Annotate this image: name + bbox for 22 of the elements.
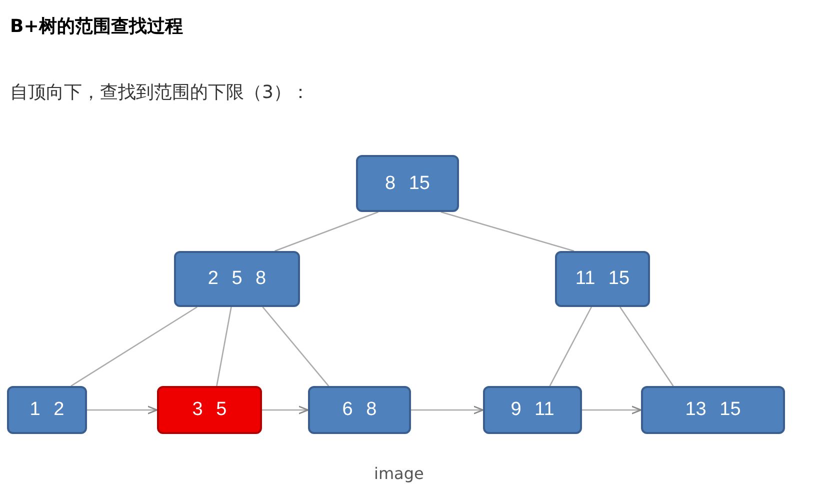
tree-line — [70, 306, 198, 387]
arrow — [411, 406, 484, 414]
caption: image — [374, 464, 424, 483]
arrow — [87, 406, 158, 414]
arrow — [582, 406, 642, 414]
title: B+树的范围查找过程 — [10, 15, 183, 38]
key-box: 9 11 — [483, 386, 582, 434]
paragraph-text: 自顶向下，查找到范围的下限（3）： — [10, 81, 310, 104]
tree-line — [216, 306, 232, 386]
key-box: 1 2 — [7, 386, 87, 434]
tree-line — [274, 211, 378, 252]
key-box: 8 15 — [356, 155, 459, 212]
key-box: 13 15 — [641, 386, 785, 434]
arrow — [262, 406, 309, 414]
key-box: 6 8 — [308, 386, 411, 434]
highlighted-key-box: 3 5 — [157, 386, 262, 434]
tree-line — [549, 306, 592, 386]
key-box: 2 5 8 — [174, 251, 300, 307]
tree-line — [440, 211, 574, 252]
tree-line — [262, 306, 330, 386]
tree-line — [619, 306, 674, 386]
key-box: 11 15 — [555, 251, 650, 307]
